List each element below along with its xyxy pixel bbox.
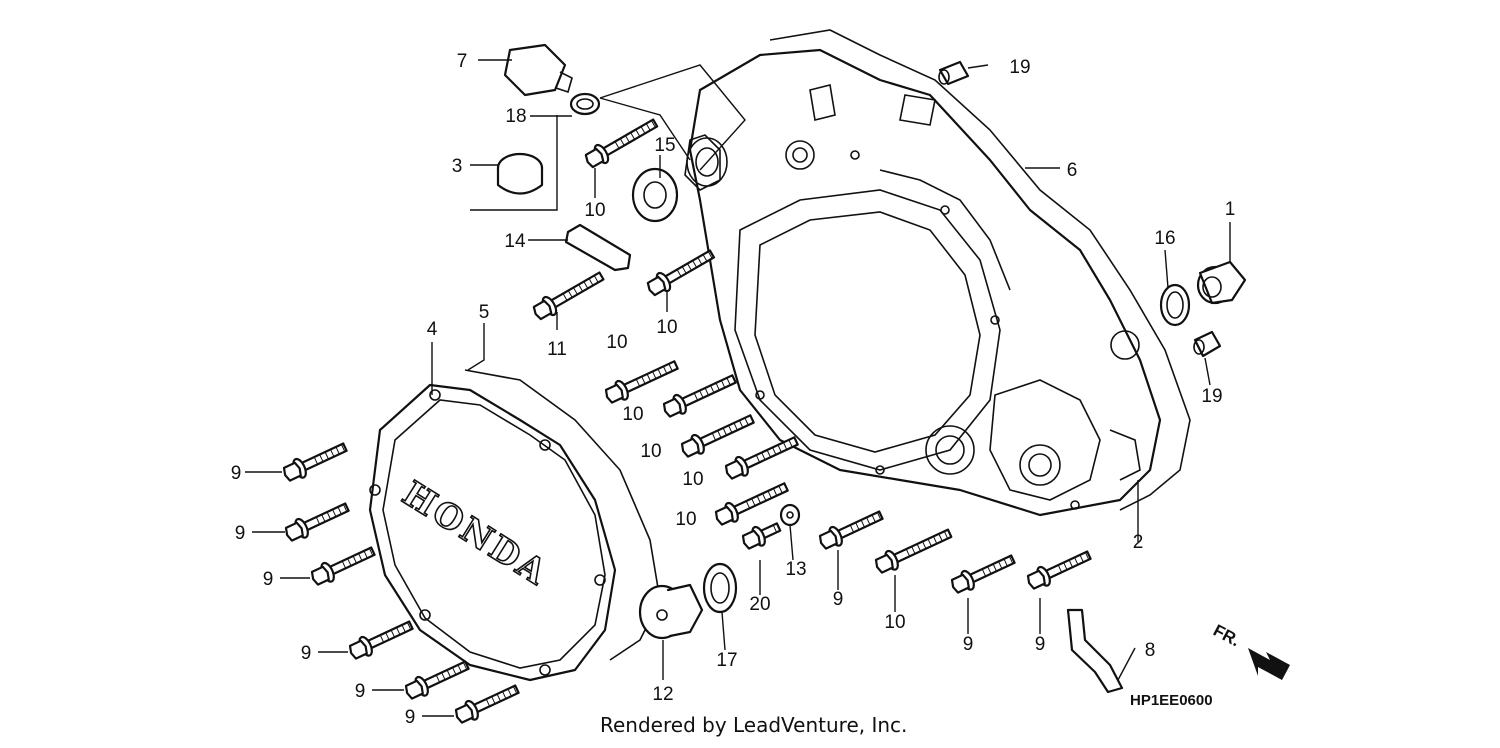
flange-bolt: [724, 436, 799, 480]
callout-labels: 1 2 3 4 5 6 7 8 9 9 9 9 9 9 9 9 9 10 10 …: [231, 51, 1236, 728]
flange-bolt: [348, 620, 414, 660]
label-5: 5: [479, 302, 490, 323]
breather-tube-8: [1066, 608, 1124, 694]
flange-bolt: [532, 271, 605, 321]
flange-bolt: [741, 522, 782, 550]
oil-seal-15: [631, 167, 679, 223]
label-3: 3: [452, 156, 463, 177]
oil-filler-cap: [503, 43, 573, 97]
flange-bolt: [818, 510, 884, 550]
plate-14: [564, 223, 632, 272]
label-15: 15: [654, 135, 675, 156]
cap-3: [496, 152, 544, 195]
label-2: 2: [1133, 532, 1144, 553]
leader-lines: [245, 59, 1231, 717]
flange-bolt: [680, 414, 755, 458]
label-10-b: 10: [656, 317, 677, 338]
dowel-pin-1: [1196, 260, 1247, 305]
flange-bolt: [874, 528, 953, 574]
plug-12: [638, 583, 704, 640]
label-9-b: 9: [235, 523, 246, 544]
washer-13: [779, 503, 801, 527]
flange-bolt: [714, 482, 789, 526]
flange-bolt: [646, 249, 716, 297]
flange-bolt: [454, 684, 520, 724]
flange-bolt: [662, 374, 737, 418]
label-19-a: 19: [1009, 57, 1030, 78]
label-7: 7: [457, 51, 468, 72]
clutch-cover-gasket: [464, 369, 661, 661]
label-10-g: 10: [675, 509, 696, 530]
right-crankcase-cover: [684, 48, 1162, 517]
label-8: 8: [1145, 640, 1156, 661]
o-ring-16: [1159, 283, 1191, 327]
label-4: 4: [427, 319, 438, 340]
label-1: 1: [1225, 199, 1236, 220]
flange-bolt: [282, 442, 348, 482]
flange-bolt: [310, 546, 376, 586]
flange-bolt: [950, 554, 1016, 594]
gasket-tab: [899, 94, 936, 126]
front-direction-arrow: FR.: [1210, 621, 1290, 680]
label-20: 20: [749, 594, 770, 615]
label-9-c: 9: [263, 569, 274, 590]
label-18: 18: [505, 106, 526, 127]
flange-bolts: [282, 118, 1092, 724]
label-14: 14: [504, 231, 526, 252]
o-ring-17: [702, 562, 738, 614]
label-13: 13: [785, 559, 806, 580]
label-9-h: 9: [963, 634, 974, 655]
flange-bolt: [1026, 550, 1092, 590]
label-10-a: 10: [584, 200, 605, 221]
dowel-pin-19-right: [1193, 330, 1222, 358]
label-10-c: 10: [606, 332, 627, 353]
flange-bolt: [584, 118, 659, 169]
label-10-h: 10: [884, 612, 905, 633]
clutch-cover: HONDA: [368, 383, 617, 682]
label-9-f: 9: [405, 707, 416, 728]
dowel-pin-19-top: [938, 60, 970, 86]
flange-bolt: [404, 660, 470, 700]
diagram-code: HP1EE0600: [1130, 692, 1213, 709]
arrow-icon: [1248, 648, 1290, 680]
label-12: 12: [652, 684, 673, 705]
label-11: 11: [547, 339, 567, 360]
flange-bolt: [284, 502, 350, 542]
label-10-e: 10: [640, 441, 661, 462]
label-6: 6: [1067, 160, 1078, 181]
label-9-a: 9: [231, 463, 242, 484]
label-10-d: 10: [622, 404, 643, 425]
label-10-f: 10: [682, 469, 703, 490]
crankcase-cover-gasket: [769, 29, 1191, 511]
label-9-g: 9: [833, 589, 844, 610]
o-ring-18: [569, 92, 601, 116]
label-9-e: 9: [355, 681, 366, 702]
label-9-d: 9: [301, 643, 312, 664]
label-16: 16: [1154, 228, 1175, 249]
flange-bolt: [604, 360, 679, 404]
label-17: 17: [716, 650, 737, 671]
label-9-i: 9: [1035, 634, 1046, 655]
label-19-b: 19: [1201, 386, 1222, 407]
footer-credit: Rendered by LeadVenture, Inc.: [600, 713, 907, 737]
direction-label: FR.: [1210, 621, 1243, 651]
